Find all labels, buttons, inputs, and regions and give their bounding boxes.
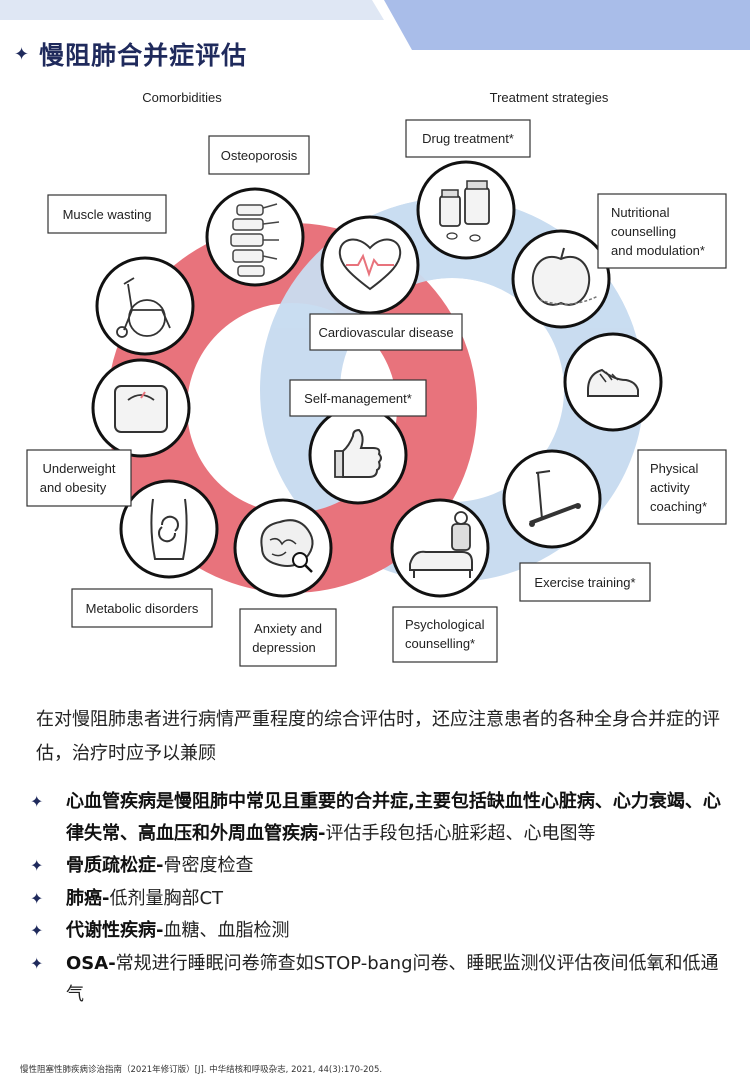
bullet-osa: ✦OSA-常规进行睡眠问卷筛查如STOP-bang问卷、睡眠监测仪评估夜间低氧和…: [30, 948, 730, 1011]
scale-icon: [91, 358, 191, 458]
torso-icon: [119, 479, 219, 579]
brain-icon: [233, 498, 333, 598]
label-psychological-counselling: Psychological counselling*: [392, 606, 498, 663]
heading-treatment-strategies: Treatment strategies: [490, 90, 609, 105]
top-banner: [0, 0, 750, 50]
label-metabolic-disorders: Metabolic disorders: [71, 588, 213, 628]
star-bullet-icon: ✦: [30, 921, 44, 940]
star-bullet-icon: ✦: [30, 856, 44, 875]
bullet-cardiovascular: ✦心血管疾病是慢阻肺中常见且重要的合并症,主要包括缺血性心脏病、心力衰竭、心律失…: [30, 786, 730, 849]
svg-text:Nutritional: Nutritional: [611, 205, 670, 220]
svg-text:Self-management*: Self-management*: [304, 391, 412, 406]
wheelchair-icon: [95, 256, 195, 356]
svg-text:Underweight: Underweight: [43, 461, 116, 476]
svg-text:Physical: Physical: [650, 461, 699, 476]
svg-text:counselling*: counselling*: [405, 636, 475, 651]
thumbs-up-icon: [308, 405, 408, 505]
page-title: 慢阻肺合并症评估: [39, 41, 248, 70]
therapy-couch-icon: [390, 498, 490, 598]
shoe-icon: [563, 332, 663, 432]
heart-ecg-icon: [320, 215, 420, 315]
bullet-lung-cancer: ✦肺癌-低剂量胸部CT: [30, 883, 730, 915]
bullet-metabolic: ✦代谢性疾病-血糖、血脂检测: [30, 915, 730, 947]
svg-text:Muscle wasting: Muscle wasting: [63, 207, 152, 222]
label-muscle-wasting: Muscle wasting: [47, 194, 167, 234]
svg-text:depression: depression: [252, 640, 316, 655]
label-physical-activity-coaching: Physical activity coaching*: [637, 449, 727, 525]
page-title-row: ✦ 慢阻肺合并症评估: [14, 38, 247, 70]
label-anxiety-depression: Anxiety and depression: [239, 608, 337, 667]
heading-comorbidities: Comorbidities: [142, 90, 222, 105]
star-bullet-icon: ✦: [30, 792, 44, 811]
bullet-osteoporosis: ✦骨质疏松症-骨密度检查: [30, 850, 730, 882]
assessment-bullet-list: ✦心血管疾病是慢阻肺中常见且重要的合并症,主要包括缺血性心脏病、心力衰竭、心律失…: [30, 786, 730, 1012]
label-self-management: Self-management*: [289, 379, 427, 417]
svg-text:Osteoporosis: Osteoporosis: [221, 148, 298, 163]
reference-footnote: 慢性阻塞性肺疾病诊治指南（2021年修订版）[J]. 中华结核和呼吸杂志, 20…: [20, 1065, 383, 1075]
intro-paragraph: 在对慢阻肺患者进行病情严重程度的综合评估时，还应注意患者的各种全身合并症的评估，…: [36, 709, 720, 764]
svg-text:and modulation*: and modulation*: [611, 243, 705, 258]
pill-bottles-icon: [416, 160, 516, 260]
label-osteoporosis: Osteoporosis: [208, 135, 310, 175]
comorbidity-treatment-diagram: Comorbidities Treatment strategies: [26, 90, 727, 667]
svg-text:coaching*: coaching*: [650, 499, 707, 514]
svg-text:Exercise training*: Exercise training*: [534, 575, 635, 590]
label-nutritional-counselling: Nutritional counselling and modulation*: [597, 193, 727, 269]
svg-text:Metabolic disorders: Metabolic disorders: [86, 601, 199, 616]
svg-text:Drug treatment*: Drug treatment*: [422, 131, 514, 146]
spine-icon: [205, 187, 305, 287]
svg-text:counselling: counselling: [611, 224, 676, 239]
star-bullet-icon: ✦: [30, 888, 44, 908]
star-bullet-icon: ✦: [30, 953, 44, 973]
star-bullet-icon: ✦: [14, 43, 30, 65]
label-cardiovascular-disease: Cardiovascular disease: [309, 313, 463, 351]
treadmill-icon: [502, 449, 602, 549]
label-underweight-obesity: Underweight and obesity: [26, 449, 132, 507]
svg-text:and obesity: and obesity: [40, 480, 107, 495]
apple-tape-icon: [511, 229, 611, 329]
label-drug-treatment: Drug treatment*: [405, 119, 531, 158]
svg-text:Cardiovascular disease: Cardiovascular disease: [318, 325, 453, 340]
svg-text:activity: activity: [650, 480, 690, 495]
svg-text:Anxiety and: Anxiety and: [254, 621, 322, 636]
svg-text:Psychological: Psychological: [405, 617, 485, 632]
label-exercise-training: Exercise training*: [519, 562, 651, 602]
